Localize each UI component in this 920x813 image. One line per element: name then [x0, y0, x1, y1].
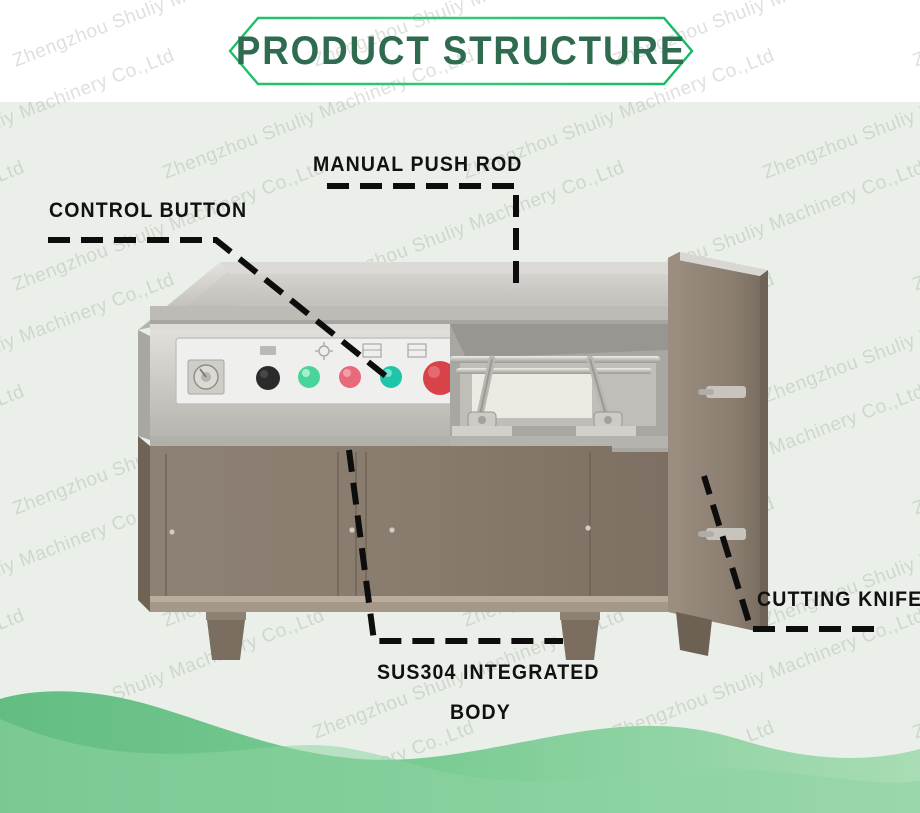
bottom-wave-decoration [0, 653, 920, 813]
callout-label-sus304-body-line2: BODY [450, 701, 511, 724]
machine-illustration [120, 240, 800, 660]
callout-label-sus304-body-line1: SUS304 INTEGRATED [377, 661, 600, 684]
page-title: PRODUCT STRUCTURE [235, 28, 687, 73]
callout-label-control-button: CONTROL BUTTON [49, 199, 248, 222]
callout-label-manual-push-rod: MANUAL PUSH ROD [313, 153, 523, 176]
title-banner: PRODUCT STRUCTURE [228, 16, 694, 86]
callout-label-cutting-knife: CUTTING KNIFE [757, 588, 920, 611]
